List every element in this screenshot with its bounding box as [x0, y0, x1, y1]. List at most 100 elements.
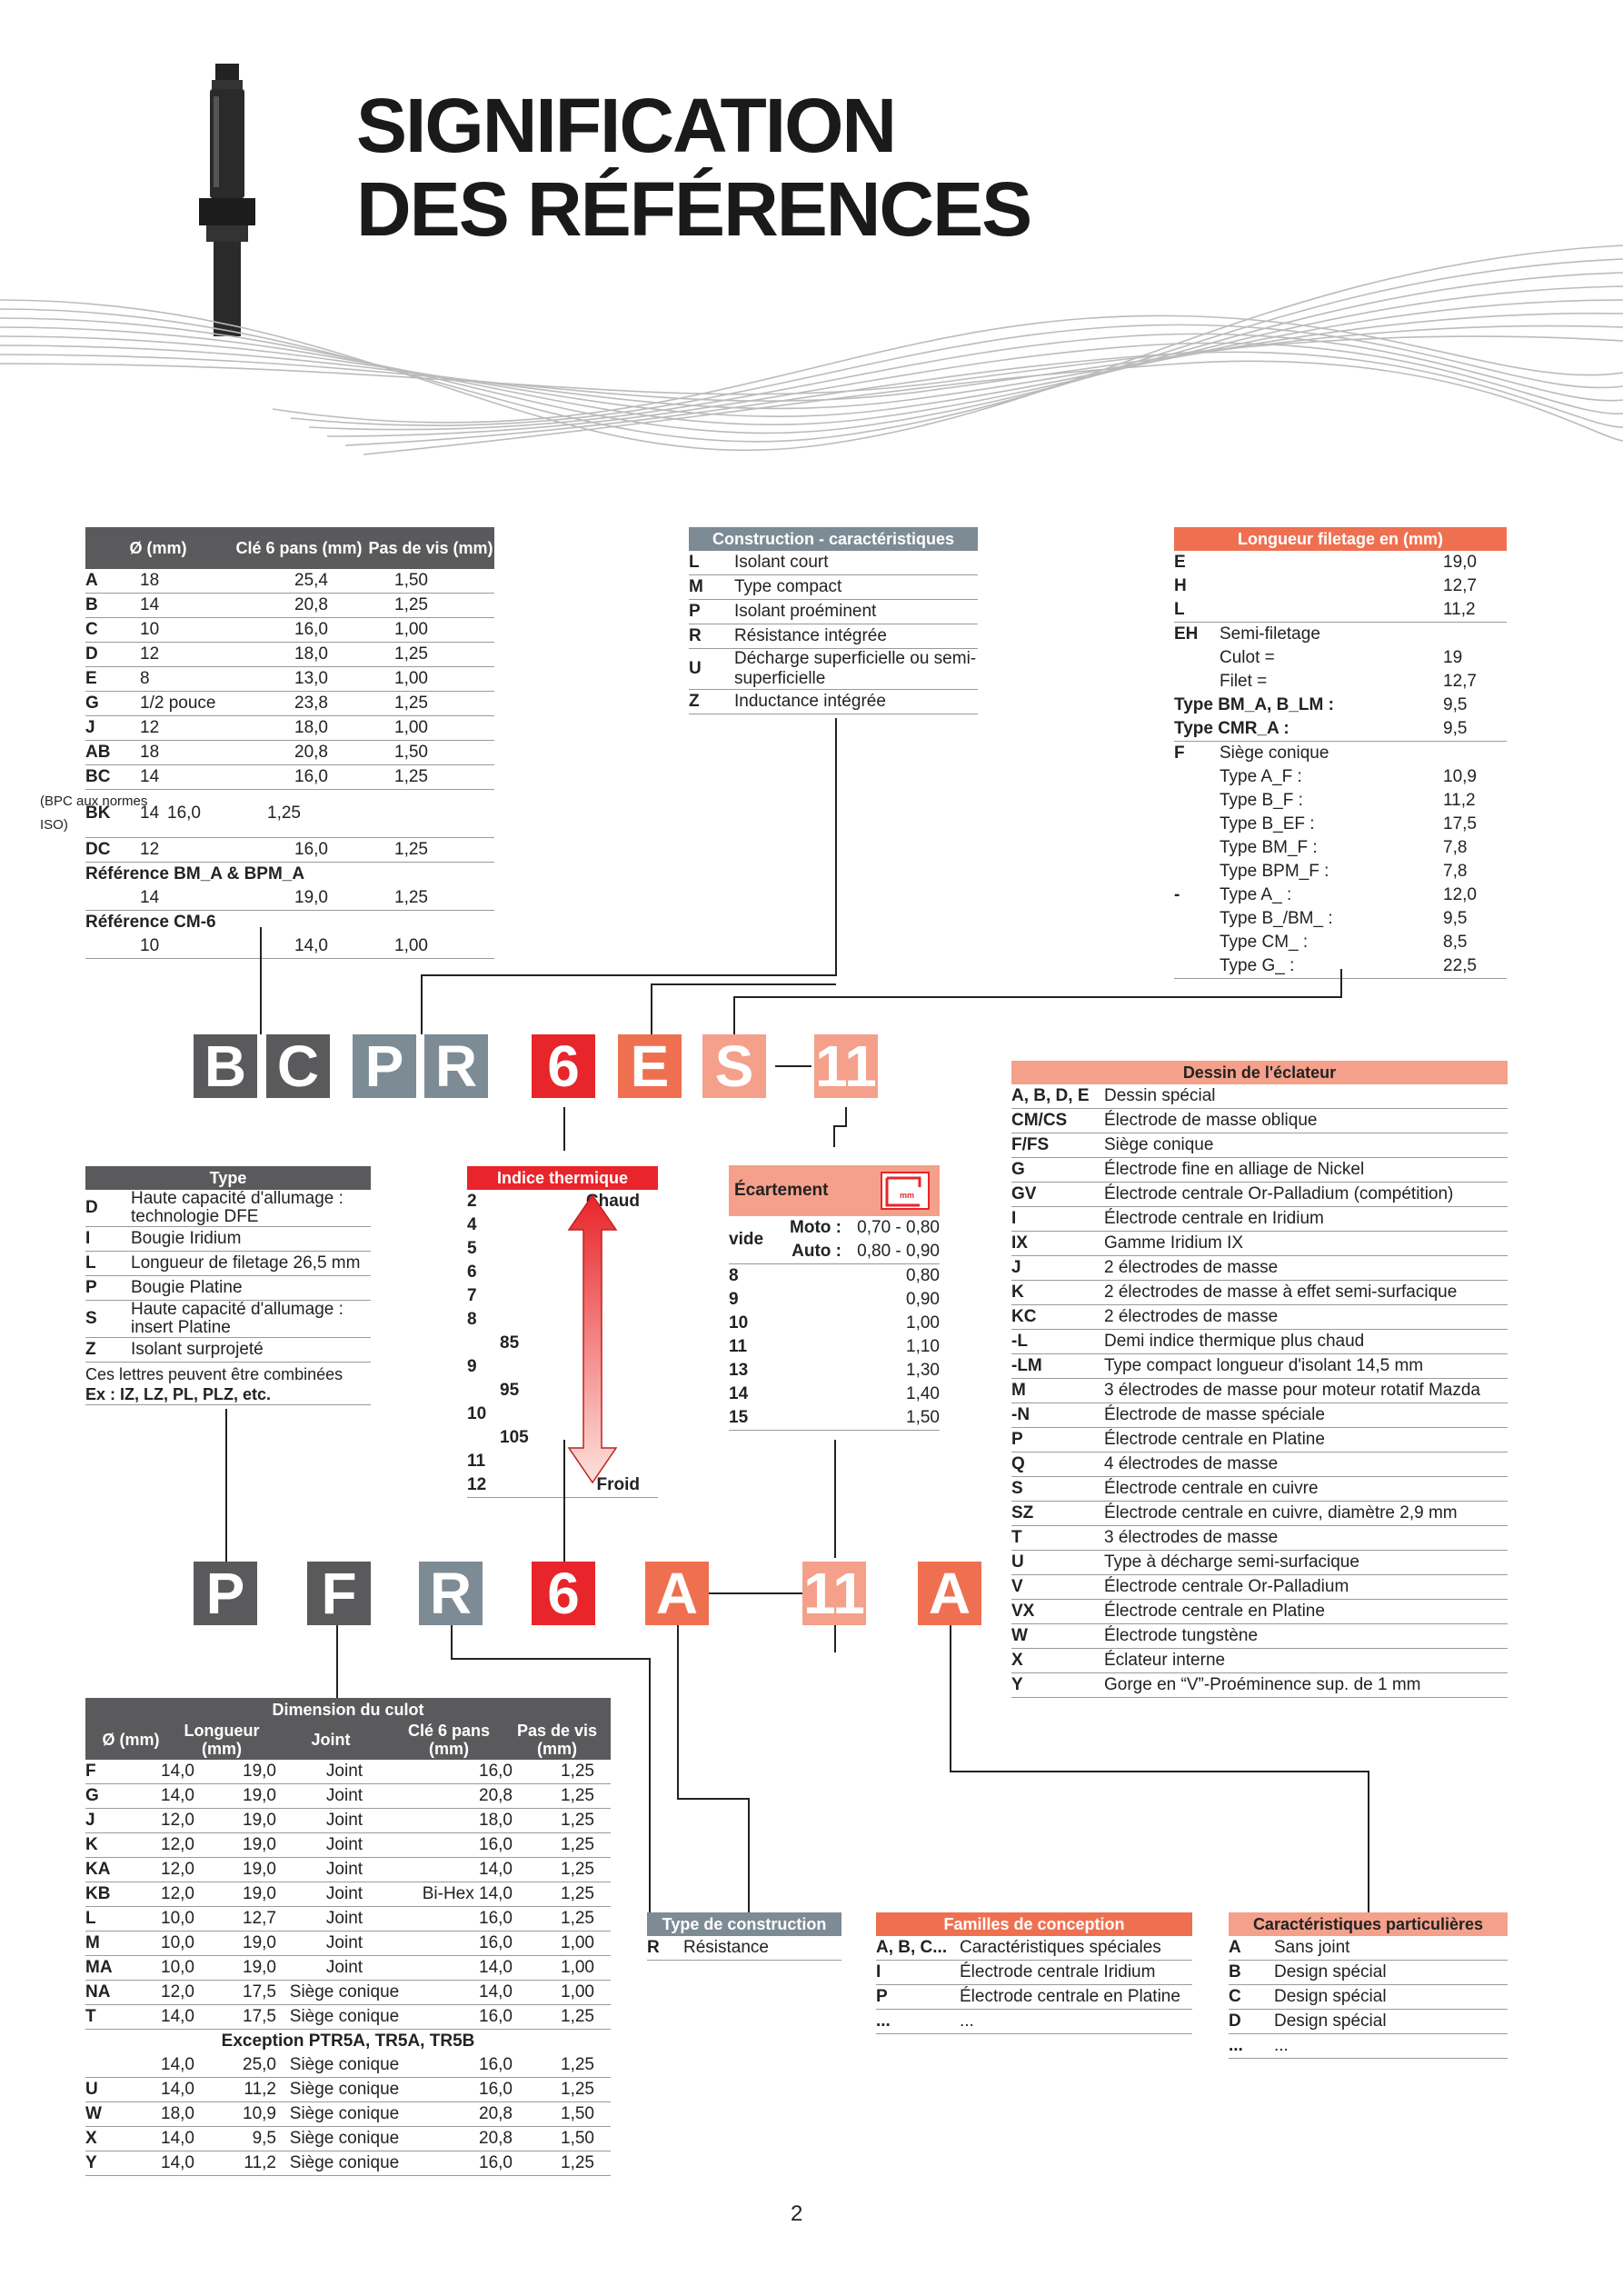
- table-cell: S: [85, 1309, 97, 1328]
- table-cell: L: [689, 553, 700, 572]
- table-cell: 14,0: [161, 2080, 194, 2099]
- table-cell: 1,25: [561, 1835, 594, 1854]
- heat-value: 6: [467, 1263, 477, 1282]
- table-cell: 18: [140, 743, 160, 762]
- table-cell: VX: [1011, 1602, 1035, 1621]
- table-cell: Électrode centrale en Platine: [960, 1987, 1180, 2006]
- length-value: 19,0: [1443, 553, 1477, 572]
- length-code: E: [1174, 553, 1186, 572]
- length-desc: Culot =: [1220, 648, 1275, 667]
- table-cell: 1,00: [906, 1313, 940, 1333]
- connector-line: [260, 927, 262, 1022]
- table-cell: L: [85, 1253, 96, 1273]
- connector-line: [845, 1107, 847, 1125]
- code2-box: 11: [802, 1561, 866, 1626]
- table-cell: 10,0: [161, 1933, 194, 1952]
- heat-value: 4: [467, 1215, 477, 1234]
- table-cell: 14,0: [479, 1860, 513, 1879]
- table-cell: W: [85, 2104, 102, 2123]
- table-cell: Siège conique: [289, 2129, 400, 2148]
- length-code: -: [1174, 885, 1180, 904]
- table-cell: K: [1011, 1283, 1024, 1302]
- code1-box: 11: [814, 1033, 878, 1099]
- connector-line: [563, 1107, 565, 1151]
- table-cell: 1/2 pouce: [140, 694, 216, 713]
- length-desc: Type CM_ :: [1220, 933, 1309, 952]
- heat-value: 9: [467, 1357, 477, 1376]
- length-header: Longueur filetage en (mm): [1174, 527, 1507, 551]
- table-cell: 2 électrodes de masse à effet semi-surfa…: [1104, 1283, 1458, 1302]
- table-cell: 18,0: [294, 718, 328, 737]
- table-cell: Sans joint: [1274, 1938, 1350, 1957]
- table-cell: A, B, C...: [876, 1938, 948, 1957]
- table-row: Type B_/BM_ :9,5: [1174, 907, 1507, 931]
- heat-header: Indice thermique: [467, 1166, 658, 1190]
- table-cell: 23,8: [294, 694, 328, 713]
- table-cell: 10,0: [161, 1958, 194, 1977]
- table-cell: 14: [140, 767, 160, 786]
- table-cell: Isolant court: [734, 553, 829, 572]
- table-cell: 1,25: [561, 2007, 594, 2026]
- table-cell: 15: [729, 1408, 749, 1427]
- table-cell: Y: [1011, 1675, 1023, 1694]
- table-cell: C: [85, 620, 98, 639]
- table-row: 105: [467, 1426, 658, 1450]
- table-row: Type BM_F :7,8: [1174, 836, 1507, 860]
- table-cell: Z: [85, 1340, 96, 1359]
- table-cell: 9,5: [252, 2129, 276, 2148]
- table-cell: 1,25: [561, 2153, 594, 2172]
- title-line-1: SIGNIFICATION: [356, 83, 897, 168]
- table-row: Type BPM_F :7,8: [1174, 860, 1507, 883]
- table-cell: Joint: [325, 1835, 363, 1854]
- table-cell: 12: [140, 718, 160, 737]
- table-cell: Type compact longueur d'isolant 14,5 mm: [1104, 1356, 1424, 1375]
- table-cell: Joint: [325, 1811, 363, 1830]
- table-cell: -L: [1011, 1332, 1028, 1351]
- table-cell: 14,0: [161, 1786, 194, 1805]
- table-cell: 18,0: [161, 2104, 194, 2123]
- table-cell: 17,5: [243, 2007, 276, 2026]
- table-cell: 16,0: [479, 1909, 513, 1928]
- table-cell: Électrode centrale en cuivre: [1104, 1479, 1319, 1498]
- col-hex: Clé 6 pans (mm): [235, 539, 363, 557]
- table-cell: 19,0: [243, 1835, 276, 1854]
- table-row: -Type A_ :12,0: [1174, 883, 1507, 907]
- table-cell: SZ: [1011, 1503, 1034, 1522]
- table-cell: 14,0: [479, 1982, 513, 2002]
- table-cell: U: [1011, 1552, 1024, 1572]
- table-cell: Bougie Iridium: [131, 1229, 242, 1248]
- connector-line: [833, 1125, 835, 1147]
- table-cell: 12,0: [161, 1860, 194, 1879]
- table-cell: Joint: [325, 1958, 363, 1977]
- table-cell: Électrode centrale en cuivre, diamètre 2…: [1104, 1503, 1458, 1522]
- length-value: 8,5: [1443, 933, 1468, 952]
- table-cell: 10: [140, 620, 160, 639]
- heat-arrow-icon: [567, 1193, 618, 1484]
- table-cell: Gamme Iridium IX: [1104, 1233, 1244, 1253]
- table-cell: 12,7: [243, 1909, 276, 1928]
- code2-box: 6: [532, 1562, 595, 1625]
- svg-text:mm: mm: [900, 1191, 914, 1200]
- table-cell: 1,40: [906, 1384, 940, 1403]
- heat-value: 10: [467, 1404, 487, 1423]
- table-cell: 12,0: [161, 1811, 194, 1830]
